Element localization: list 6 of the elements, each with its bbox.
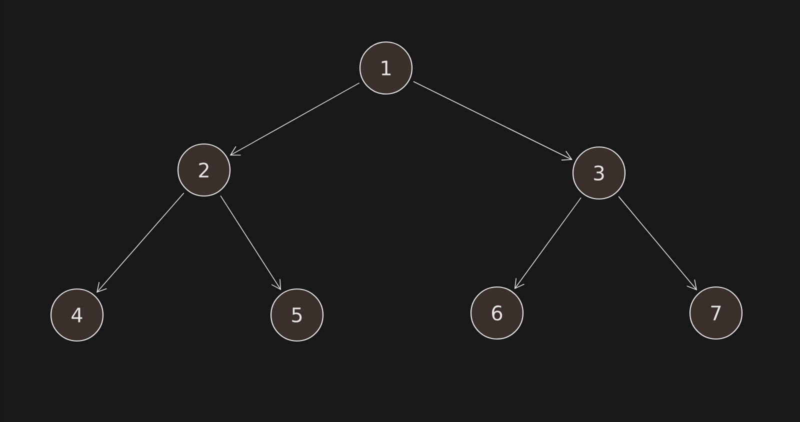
arrow <box>96 192 184 293</box>
arrow <box>514 197 582 290</box>
arrow <box>618 196 698 290</box>
arrow <box>413 81 572 160</box>
arrow <box>220 195 282 290</box>
arrow <box>230 82 360 156</box>
